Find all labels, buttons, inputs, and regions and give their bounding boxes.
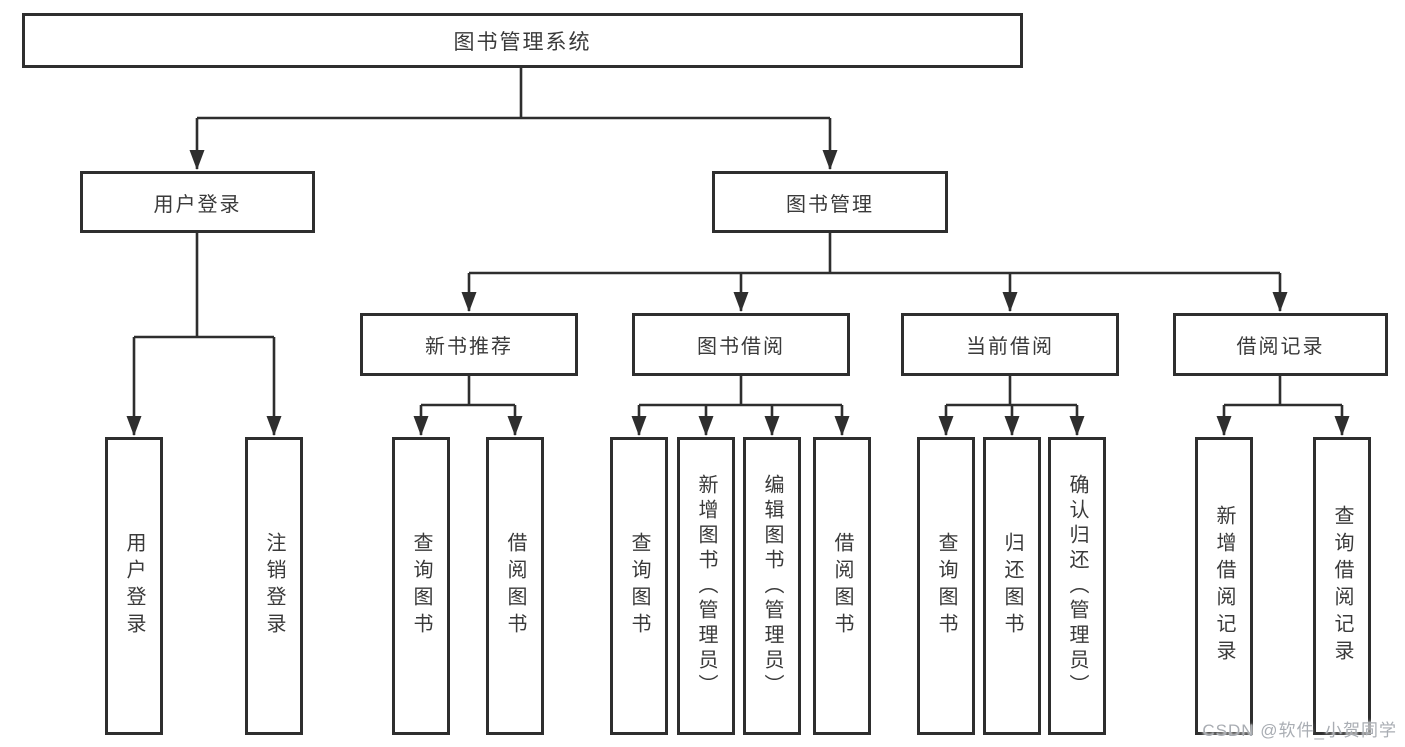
leaf-add-borrow-record-label: 新增借阅记录 (1213, 505, 1235, 667)
node-root-system: 图书管理系统 (22, 13, 1023, 68)
leaf-edit-book-admin-label: 编辑图书（管理员） (761, 473, 783, 699)
leaf-query-borrow-record: 查询借阅记录 (1313, 437, 1371, 735)
leaf-query-books-3: 查询图书 (917, 437, 975, 735)
node-new-book-recommend: 新书推荐 (360, 313, 578, 376)
leaf-borrow-books-1-label: 借阅图书 (504, 532, 526, 640)
leaf-add-borrow-record: 新增借阅记录 (1195, 437, 1253, 735)
node-borrow-records: 借阅记录 (1173, 313, 1388, 376)
node-book-management: 图书管理 (712, 171, 948, 233)
leaf-logout: 注销登录 (245, 437, 303, 735)
leaf-query-books-1-label: 查询图书 (410, 532, 432, 640)
leaf-query-books-2-label: 查询图书 (628, 532, 650, 640)
leaf-borrow-books-1: 借阅图书 (486, 437, 544, 735)
connector-stems (134, 68, 1342, 407)
node-current-borrow-label: 当前借阅 (966, 336, 1054, 358)
leaf-query-books-1: 查询图书 (392, 437, 450, 735)
leaf-user-login-label: 用户登录 (123, 532, 145, 640)
leaf-query-borrow-record-label: 查询借阅记录 (1331, 505, 1353, 667)
leaf-add-book-admin: 新增图书（管理员） (677, 437, 735, 735)
leaf-query-books-2: 查询图书 (610, 437, 668, 735)
leaf-return-book: 归还图书 (983, 437, 1041, 735)
leaf-query-books-3-label: 查询图书 (935, 532, 957, 640)
node-user-login-label: 用户登录 (153, 193, 242, 216)
node-root-system-label: 图书管理系统 (453, 30, 592, 54)
node-book-management-label: 图书管理 (786, 193, 874, 216)
node-book-borrow-label: 图书借阅 (697, 336, 785, 358)
leaf-user-login: 用户登录 (105, 437, 163, 735)
csdn-watermark: CSDN @软件_小贺同学 (1202, 716, 1397, 741)
node-book-borrow: 图书借阅 (632, 313, 850, 376)
leaf-edit-book-admin: 编辑图书（管理员） (743, 437, 801, 735)
leaf-logout-label: 注销登录 (263, 532, 285, 640)
csdn-watermark-text: CSDN @软件_小贺同学 (1202, 721, 1397, 740)
node-current-borrow: 当前借阅 (901, 313, 1119, 376)
node-user-login: 用户登录 (80, 171, 315, 233)
leaf-return-book-label: 归还图书 (1001, 532, 1023, 640)
leaf-borrow-books-2-label: 借阅图书 (831, 532, 853, 640)
node-borrow-records-label: 借阅记录 (1236, 336, 1325, 358)
leaf-confirm-return-admin: 确认归还（管理员） (1048, 437, 1106, 735)
leaf-add-book-admin-label: 新增图书（管理员） (695, 473, 717, 699)
leaf-borrow-books-2: 借阅图书 (813, 437, 871, 735)
node-new-book-recommend-label: 新书推荐 (425, 336, 513, 358)
leaf-confirm-return-admin-label: 确认归还（管理员） (1066, 473, 1088, 699)
